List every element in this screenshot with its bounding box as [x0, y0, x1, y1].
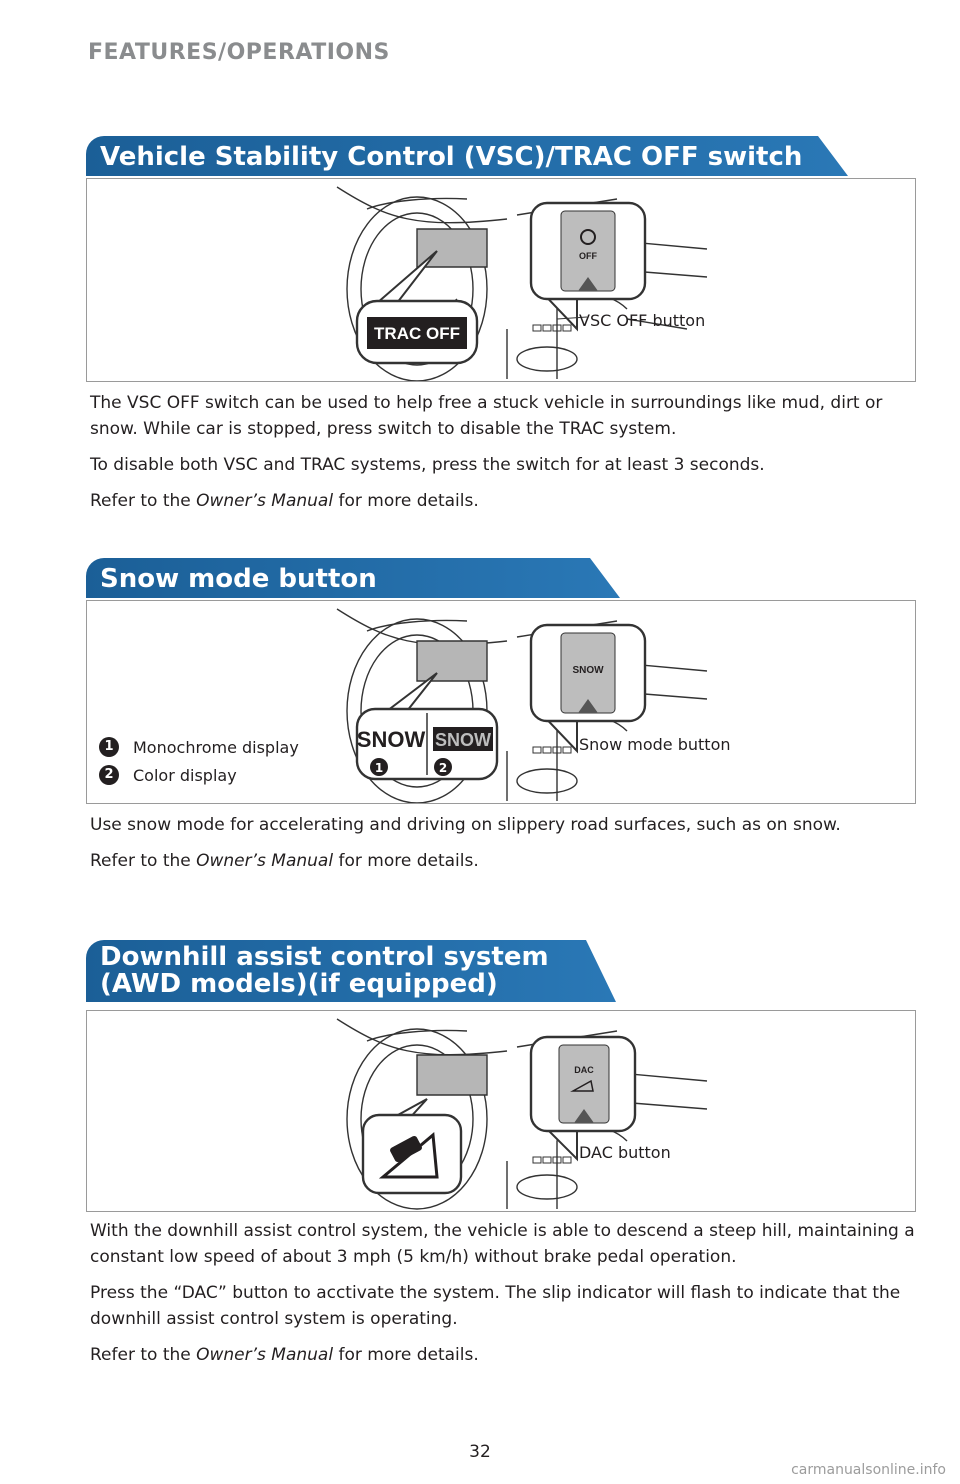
paragraph: To disable both VSC and TRAC systems, pr…: [90, 455, 765, 475]
page-number: 32: [469, 1442, 491, 1462]
refer-line: Refer to the Owner’s Manual for more det…: [90, 491, 479, 511]
snow-mode-button-label: Snow mode button: [579, 735, 731, 754]
svg-text:OFF: OFF: [579, 251, 597, 261]
watermark: carmanualsonline.info: [791, 1462, 946, 1478]
skid-car-icon: [580, 229, 596, 245]
section-title-dac: Downhill assist control system (AWD mode…: [86, 940, 616, 1002]
body-text-dac: With the downhill assist control system,…: [90, 1218, 920, 1378]
refer-line: Refer to the Owner’s Manual for more det…: [90, 851, 479, 871]
illustration-vsc: TRAC OFF OFF VSC OFF button: [86, 178, 916, 382]
svg-text:SNOW: SNOW: [572, 665, 604, 676]
body-text-vsc: The VSC OFF switch can be used to help f…: [90, 390, 920, 524]
downhill-car-icon: [378, 1132, 439, 1179]
body-text-snow: Use snow mode for accelerating and drivi…: [90, 812, 920, 884]
paragraph: Use snow mode for accelerating and drivi…: [90, 815, 841, 835]
dashboard-illustration-snow: SNOW SNOW 1 2 SNOW: [336, 608, 708, 804]
svg-text:1: 1: [375, 761, 383, 775]
refer-line: Refer to the Owner’s Manual for more det…: [90, 1345, 479, 1365]
vsc-off-button-label: VSC OFF button: [579, 311, 706, 330]
dashboard-illustration-dac: DAC: [336, 1018, 708, 1210]
dac-button-label: DAC button: [579, 1143, 671, 1162]
press-arrow-icon: [578, 277, 598, 291]
paragraph: Press the “DAC” button to acctivate the …: [90, 1283, 901, 1329]
snow-indicator-color: SNOW: [435, 730, 491, 750]
dashboard-illustration-vsc: TRAC OFF OFF: [336, 186, 708, 382]
illustration-dac: DAC DAC button: [86, 1010, 916, 1212]
svg-text:2: 2: [439, 761, 447, 775]
svg-text:DAC: DAC: [574, 1065, 594, 1075]
trac-off-indicator: TRAC OFF: [374, 324, 460, 343]
press-arrow-icon: [578, 699, 598, 713]
section-title-snow: Snow mode button: [86, 558, 620, 598]
page-header: FEATURES/OPERATIONS: [88, 40, 390, 65]
paragraph: The VSC OFF switch can be used to help f…: [90, 393, 883, 439]
section-title-vsc: Vehicle Stability Control (VSC)/TRAC OFF…: [86, 136, 848, 176]
press-arrow-icon: [574, 1109, 594, 1123]
paragraph: With the downhill assist control system,…: [90, 1221, 915, 1267]
dac-icon: [570, 1079, 594, 1092]
snow-indicator-mono: SNOW: [357, 727, 426, 752]
